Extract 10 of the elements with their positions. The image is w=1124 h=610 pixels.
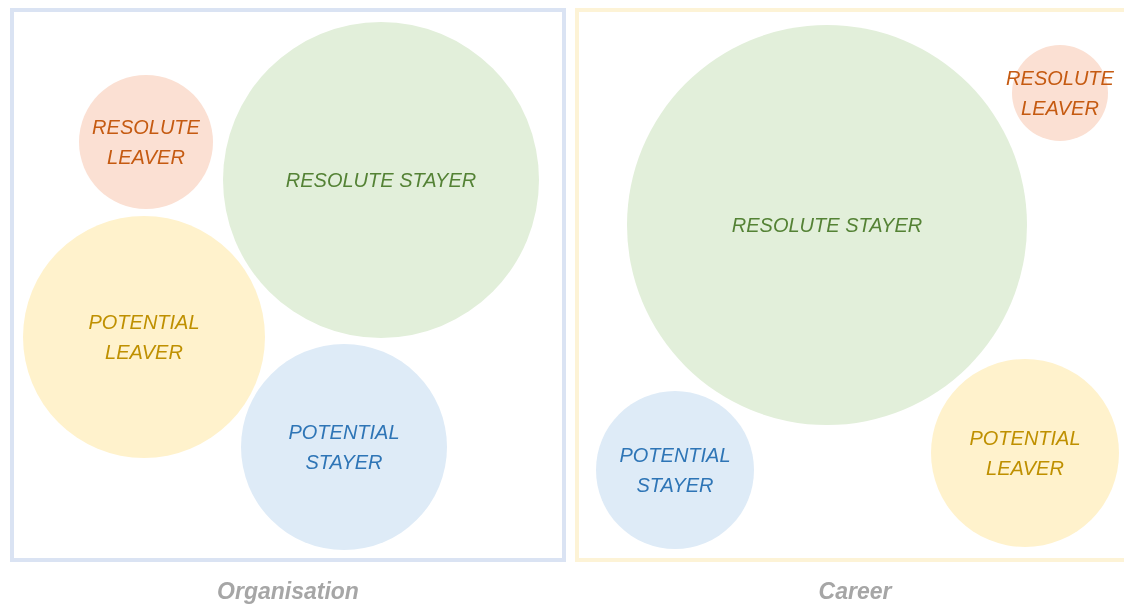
panel-title: Organisation — [216, 578, 360, 605]
bubble-label: RESOLUTE LEAVER — [1006, 66, 1114, 121]
bubble-label: POTENTIAL STAYER — [287, 420, 401, 475]
bubble-label: RESOLUTE LEAVER — [91, 115, 201, 170]
bubble-label: POTENTIAL LEAVER — [87, 310, 201, 365]
bubble-label: RESOLUTE STAYER — [285, 168, 477, 193]
bubble-label: POTENTIAL STAYER — [618, 443, 732, 498]
bubble-label: RESOLUTE STAYER — [731, 213, 923, 238]
bubble-label: POTENTIAL LEAVER — [968, 426, 1082, 481]
panel-title: Career — [817, 578, 894, 605]
